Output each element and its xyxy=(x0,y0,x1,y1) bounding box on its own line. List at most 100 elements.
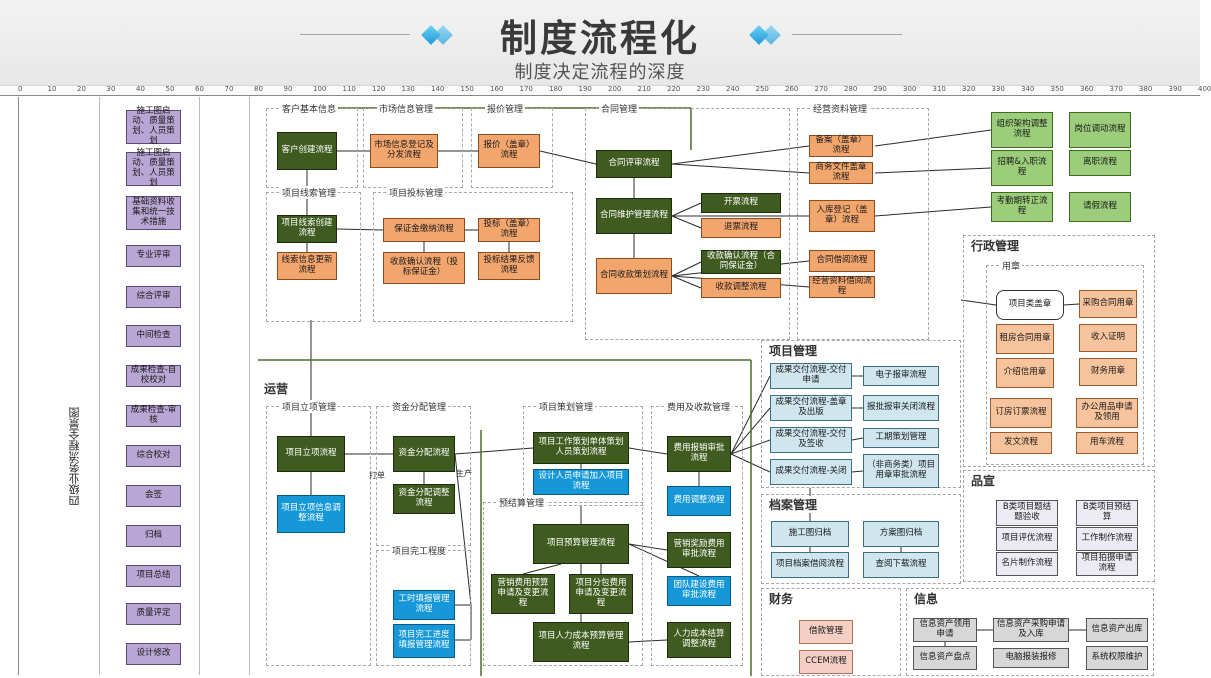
process-toubiaojg[interactable]: 投标结果反馈流程 xyxy=(478,252,540,280)
process-dingfang[interactable]: 订房订票流程 xyxy=(990,398,1052,428)
process-dianzibs[interactable]: 电子报审流程 xyxy=(863,366,939,386)
group-label: 项目完工程度 xyxy=(390,544,449,557)
process-rencbao[interactable]: 项目人力成本预算管理流程 xyxy=(533,622,629,662)
process-fangan[interactable]: 方案图归档 xyxy=(863,521,939,547)
stage-box[interactable]: 成果检查-审核 xyxy=(126,405,181,427)
process-kaipiao[interactable]: 开票流程 xyxy=(701,193,781,213)
process-diannao[interactable]: 电脑报装报修 xyxy=(993,648,1069,668)
process-toubiao[interactable]: 投标（盖章）流程 xyxy=(478,218,540,242)
process-yingxiaofy[interactable]: 营销费用预算申请及变更流程 xyxy=(491,574,555,614)
process-rencjs[interactable]: 人力成本结算调整流程 xyxy=(667,622,731,658)
process-feiyongbx[interactable]: 费用报销审批流程 xyxy=(667,436,731,472)
process-zichan3[interactable]: 信息资产出库 xyxy=(1086,618,1148,642)
stage-box[interactable]: 会签 xyxy=(126,485,181,507)
process-xinyong[interactable]: 借款管理 xyxy=(799,620,853,644)
process-hetongjieyue[interactable]: 合同借阅流程 xyxy=(809,250,875,272)
process-lxxinxi[interactable]: 项目立项信息调整流程 xyxy=(277,495,345,533)
process-beian[interactable]: 备案（盖章）流程 xyxy=(809,135,873,157)
process-shoukuanqr2[interactable]: 收款确认流程（合同保证金） xyxy=(701,250,781,274)
process-shoukuanqr[interactable]: 收款确认流程（投标保证金） xyxy=(383,252,465,284)
process-shangwu[interactable]: 商务文件盖章流程 xyxy=(809,162,873,184)
process-jieshao[interactable]: 介绍信用章 xyxy=(996,358,1054,388)
process-pj[interactable]: 项目评优流程 xyxy=(996,527,1058,551)
process-shichang[interactable]: 市场信息登记及分发流程 xyxy=(370,134,438,168)
process-feiyongtz[interactable]: 费用调整流程 xyxy=(667,486,731,516)
process-wangong[interactable]: 项目完工进度填报管理流程 xyxy=(393,624,455,658)
process-shoukuantz[interactable]: 收款调整流程 xyxy=(701,278,781,298)
process-bqb[interactable]: B类项目预结算 xyxy=(1076,500,1138,526)
process-baojia[interactable]: 报价（盖章）流程 xyxy=(478,134,540,168)
stage-box[interactable]: 归档 xyxy=(126,525,181,547)
process-fenbaofei[interactable]: 项目分包费用申请及变更流程 xyxy=(569,574,633,614)
stage-box[interactable]: 施工图启动、质量策划、人员策划 xyxy=(126,107,181,146)
process-cg4[interactable]: 成果交付流程-关闭 xyxy=(770,459,852,485)
process-caiwu[interactable]: 财务用章 xyxy=(1079,358,1137,386)
process-zijinfp[interactable]: 资金分配流程 xyxy=(393,436,455,472)
process-yingxiaojl[interactable]: 营销奖励费用审批流程 xyxy=(667,532,731,568)
process-xiangmulx[interactable]: 项目立项流程 xyxy=(277,436,345,472)
process-xiangmugz[interactable]: 项目类盖章 xyxy=(996,290,1064,320)
process-gongzuocehua[interactable]: 项目工作策划单体策划人员策划流程 xyxy=(533,432,629,464)
process-hetongshoukuan[interactable]: 合同收款策划流程 xyxy=(596,258,672,294)
process-yusuan[interactable]: 项目预算管理流程 xyxy=(533,524,629,564)
stage-box[interactable]: 专业评审 xyxy=(126,245,181,267)
process-xitong[interactable]: 系统权限维护 xyxy=(1086,646,1148,670)
process-rukudj[interactable]: 入库登记（盖章）流程 xyxy=(809,200,875,232)
stage-box[interactable]: 质量评定 xyxy=(126,603,181,625)
process-shouru[interactable]: 收入证明 xyxy=(1079,324,1137,352)
process-mp[interactable]: 名片制作流程 xyxy=(996,552,1058,576)
process-tuipiao[interactable]: 退票流程 xyxy=(701,218,781,238)
process-jingyingzl[interactable]: 经营资料借阅流程 xyxy=(809,276,875,298)
process-gongshitb[interactable]: 工时填报管理流程 xyxy=(393,590,455,620)
process-zulin[interactable]: 租房合同用章 xyxy=(996,324,1054,354)
stage-box[interactable]: 设计修改 xyxy=(126,643,181,665)
process-dangan[interactable]: 项目档案借阅流程 xyxy=(771,552,849,578)
stage-box[interactable]: 中间检查 xyxy=(126,325,181,347)
process-zhiwu[interactable]: 组织架构调整流程 xyxy=(991,112,1053,148)
process-shejirenyuan[interactable]: 设计人员申请加入项目流程 xyxy=(533,469,629,495)
process-hetongwh[interactable]: 合同维护管理流程 xyxy=(596,198,672,234)
process-bqa[interactable]: B类项目题结题验收 xyxy=(996,500,1058,526)
process-gangwei[interactable]: 岗位调动流程 xyxy=(1069,112,1131,148)
process-baibaosq[interactable]: 报批报审关闭流程 xyxy=(863,395,939,421)
process-shigongtu[interactable]: 施工图归档 xyxy=(771,521,849,547)
process-zhaopin[interactable]: 招聘&入职流程 xyxy=(991,150,1053,186)
stage-box[interactable]: 成果检查-自校校对 xyxy=(126,365,181,387)
process-zijintz[interactable]: 资金分配调整流程 xyxy=(393,484,455,514)
process-ps[interactable]: 项目拍摄申请流程 xyxy=(1076,552,1138,576)
stage-box[interactable]: 施工图启动、质量策划、人员策划 xyxy=(126,149,181,188)
ruler-tick: 360 xyxy=(1080,85,1094,93)
process-zichan2[interactable]: 信息资产采购申请及入库 xyxy=(993,618,1069,642)
process-yongche[interactable]: 用车流程 xyxy=(1076,432,1138,454)
process-kaoqin[interactable]: 考勤期转正流程 xyxy=(991,192,1053,222)
process-zichan1[interactable]: 信息资产领用申请 xyxy=(913,618,977,642)
process-gongqi[interactable]: 工期策划管理 xyxy=(863,428,939,448)
process-qingjia[interactable]: 请假流程 xyxy=(1069,192,1131,222)
process-caigou[interactable]: 采购合同用章 xyxy=(1079,290,1137,318)
process-chayue[interactable]: 查阅下载流程 xyxy=(863,552,939,578)
process-fawen[interactable]: 发文流程 xyxy=(990,432,1052,454)
process-cg3[interactable]: 成果交付流程-交付及签收 xyxy=(770,427,852,453)
process-bangong[interactable]: 办公用品申请及领用 xyxy=(1076,398,1138,428)
process-kehu[interactable]: 客户创建流程 xyxy=(277,132,337,170)
process-zichan4[interactable]: 信息资产盘点 xyxy=(913,646,977,670)
group-frame xyxy=(761,588,901,676)
connector xyxy=(960,299,997,306)
process-lizhi[interactable]: 离职流程 xyxy=(1069,150,1131,176)
process-hetongps[interactable]: 合同评审流程 xyxy=(596,150,672,178)
stage-box[interactable]: 基础资料收集和统一技术措施 xyxy=(126,196,181,230)
process-yongzhang[interactable]: （非商务类）项目用章审批流程 xyxy=(863,454,939,488)
connector xyxy=(539,150,597,165)
process-gz[interactable]: 工作制作流程 xyxy=(1076,527,1138,551)
ruler-tick: 170 xyxy=(519,85,533,93)
process-ccem[interactable]: CCEM流程 xyxy=(799,650,853,674)
process-cg2[interactable]: 成果交付流程-盖章及出版 xyxy=(770,395,852,421)
stage-box[interactable]: 综合校对 xyxy=(126,445,181,467)
process-cg1[interactable]: 成果交付流程-交付申请 xyxy=(770,363,852,389)
stage-box[interactable]: 综合评审 xyxy=(126,286,181,308)
process-tuanjian[interactable]: 团队建设费用审批流程 xyxy=(667,576,731,606)
process-baozhengjin[interactable]: 保证金缴纳流程 xyxy=(383,218,465,242)
process-xiangmuxs[interactable]: 项目线索创建流程 xyxy=(277,215,337,243)
process-xiansxx[interactable]: 线索信息更新流程 xyxy=(277,252,337,280)
stage-box[interactable]: 项目总结 xyxy=(126,565,181,587)
